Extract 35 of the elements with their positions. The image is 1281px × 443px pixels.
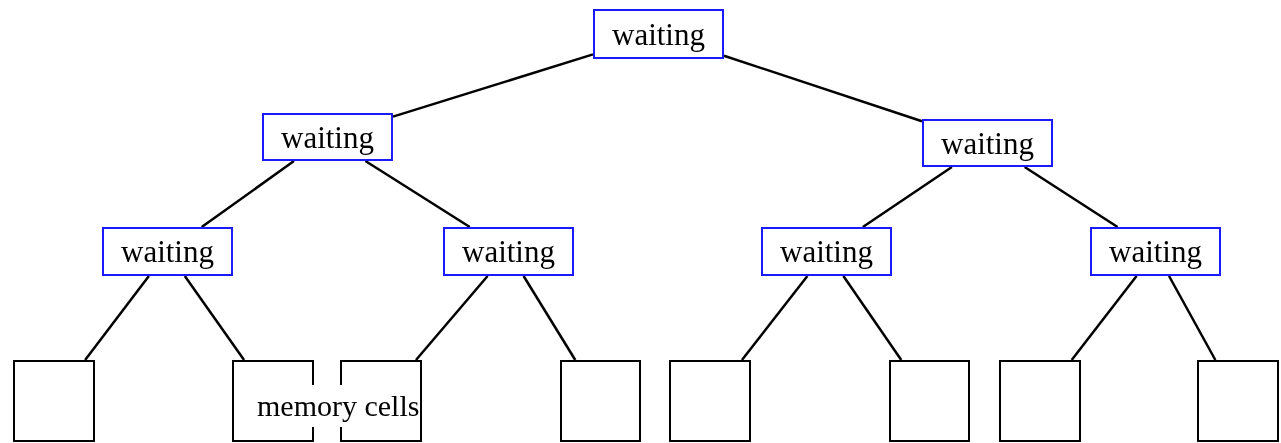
memory-cell-box <box>669 360 751 442</box>
state-label: waiting <box>121 236 214 267</box>
connector-line <box>364 159 471 229</box>
connector-line <box>183 275 246 361</box>
connector-line <box>723 54 923 123</box>
memory-cell-box <box>560 360 641 442</box>
state-label: waiting <box>780 236 873 267</box>
connector-line <box>862 165 953 229</box>
memory-cell-box <box>999 360 1081 442</box>
connector-line <box>1070 275 1138 361</box>
connector-line <box>1024 165 1119 229</box>
memory-cells-label: memory cells <box>257 385 420 427</box>
state-label: waiting <box>281 121 374 153</box>
connector-line <box>392 53 594 118</box>
memory-cell-box <box>889 360 970 442</box>
state-label: waiting <box>941 127 1034 159</box>
state-box <box>761 227 892 276</box>
memory-cell-box <box>1197 360 1279 442</box>
connector-line <box>415 275 489 361</box>
connector-line <box>740 275 809 361</box>
state-box <box>102 227 233 276</box>
state-label: waiting <box>612 18 705 50</box>
state-box <box>1090 227 1221 276</box>
state-box <box>443 227 574 276</box>
state-box <box>593 9 724 59</box>
connector-line <box>1167 275 1217 361</box>
state-label: waiting <box>462 236 555 267</box>
memory-cell-box <box>13 360 95 442</box>
connector-line <box>522 275 577 361</box>
connector-line <box>84 275 150 361</box>
state-box <box>262 113 393 161</box>
state-box <box>922 119 1053 167</box>
connector-line <box>842 275 903 361</box>
connector-line <box>201 160 295 228</box>
state-label: waiting <box>1109 236 1202 267</box>
